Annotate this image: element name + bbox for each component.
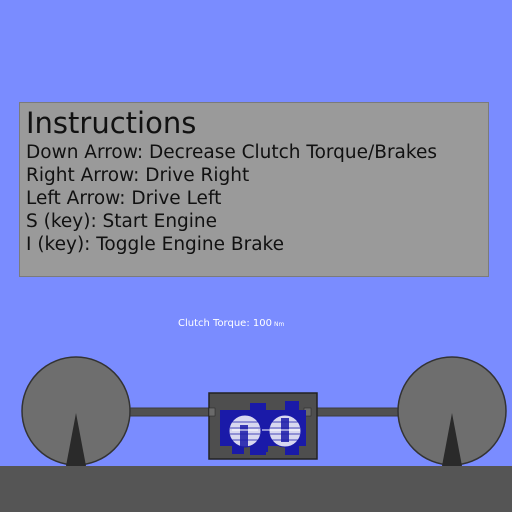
engine-block bbox=[208, 392, 318, 460]
clutch-torque-label: Clutch Torque: bbox=[178, 318, 250, 329]
instruction-line-engine-brake: I (key): Toggle Engine Brake bbox=[26, 234, 284, 255]
clutch-torque-value: 100 bbox=[252, 318, 272, 329]
right-wheel bbox=[397, 356, 507, 466]
instructions-panel: Instructions Down Arrow: Decrease Clutch… bbox=[19, 102, 489, 277]
instruction-line-start-engine: S (key): Start Engine bbox=[26, 211, 218, 232]
left-axle bbox=[129, 407, 213, 417]
instruction-line-left-arrow: Left Arrow: Drive Left bbox=[26, 188, 222, 209]
right-axle bbox=[315, 407, 401, 417]
instruction-line-down-arrow: Down Arrow: Decrease Clutch Torque/Brake… bbox=[26, 142, 437, 163]
instruction-line-right-arrow: Right Arrow: Drive Right bbox=[26, 165, 250, 186]
ground bbox=[0, 466, 512, 512]
instructions-title: Instructions bbox=[26, 106, 197, 140]
clutch-torque-unit: Nm bbox=[274, 321, 285, 328]
left-wheel bbox=[21, 356, 131, 466]
